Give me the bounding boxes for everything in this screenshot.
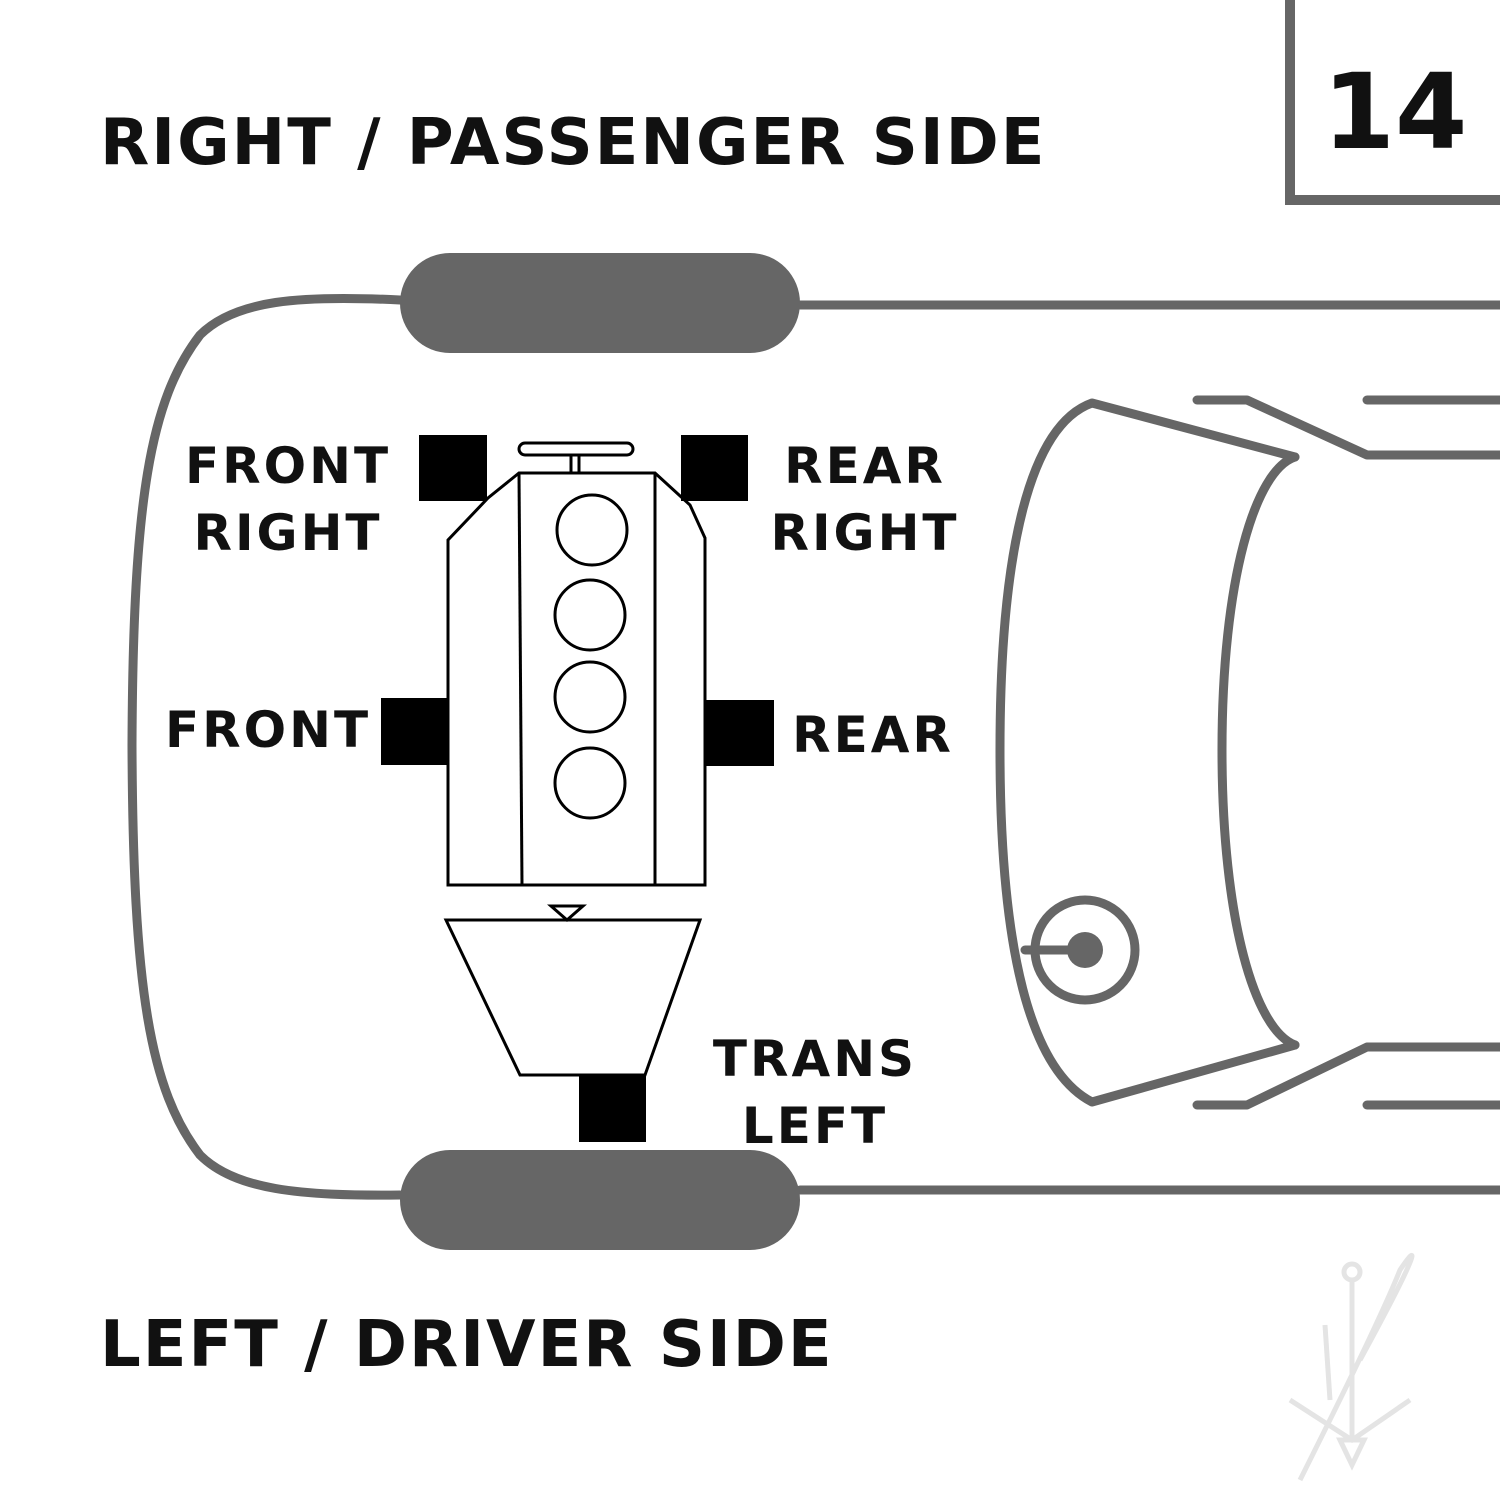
engine-top-stem xyxy=(569,453,581,475)
rear-right-label-line1: REAR xyxy=(784,437,946,495)
cylinder-3 xyxy=(553,660,627,734)
steering-wheel-icon xyxy=(1030,895,1140,1005)
trans-left-label-line2: LEFT xyxy=(742,1097,888,1155)
anchor-logo xyxy=(1288,1252,1415,1482)
engine-block xyxy=(446,441,707,887)
bottom-wheel xyxy=(400,1150,800,1250)
front-right-label-line2: RIGHT xyxy=(193,504,382,562)
trans-left-label: TRANS LEFT xyxy=(713,1030,917,1155)
trans-left-mount xyxy=(579,1075,646,1142)
rear-right-label-line2: RIGHT xyxy=(770,504,959,562)
rear-right-label: REAR RIGHT xyxy=(770,437,959,562)
rear-mount xyxy=(705,700,774,766)
rear-label: REAR xyxy=(792,706,954,764)
trans-left-label-line1: TRANS xyxy=(713,1030,917,1088)
top-wheel xyxy=(400,253,800,353)
transmission xyxy=(443,904,703,1077)
front-right-label-line1: FRONT xyxy=(185,437,391,495)
windshield-cabin xyxy=(995,395,1500,1110)
front-label: FRONT xyxy=(165,701,371,759)
transmission-coupler xyxy=(547,904,587,922)
cylinder-2 xyxy=(553,578,627,652)
top-a-pillar xyxy=(1192,395,1500,460)
cylinder-1 xyxy=(555,493,629,567)
windshield-outer xyxy=(995,398,1300,1107)
diagram-number: 14 xyxy=(1323,51,1468,173)
bottom-a-pillar xyxy=(1192,1042,1500,1110)
rear-right-mount xyxy=(681,435,748,501)
engine-left-divider xyxy=(517,472,524,886)
diagram-number-box: 14 xyxy=(1285,0,1500,205)
front-bumper-outline xyxy=(127,293,405,1200)
bottom-side-label: LEFT / DRIVER SIDE xyxy=(100,1308,834,1382)
vehicle-body-outline xyxy=(127,293,1500,1200)
front-right-label: FRONT RIGHT xyxy=(185,437,391,562)
engine-top-bar xyxy=(517,441,635,457)
engine-outline xyxy=(446,471,707,887)
cylinder-4 xyxy=(553,746,627,820)
top-side-label: RIGHT / PASSENGER SIDE xyxy=(100,106,1047,180)
transmission-body xyxy=(443,918,703,1077)
front-right-mount xyxy=(419,435,487,501)
front-mount xyxy=(381,698,448,765)
windshield-inner xyxy=(1217,452,1300,1050)
